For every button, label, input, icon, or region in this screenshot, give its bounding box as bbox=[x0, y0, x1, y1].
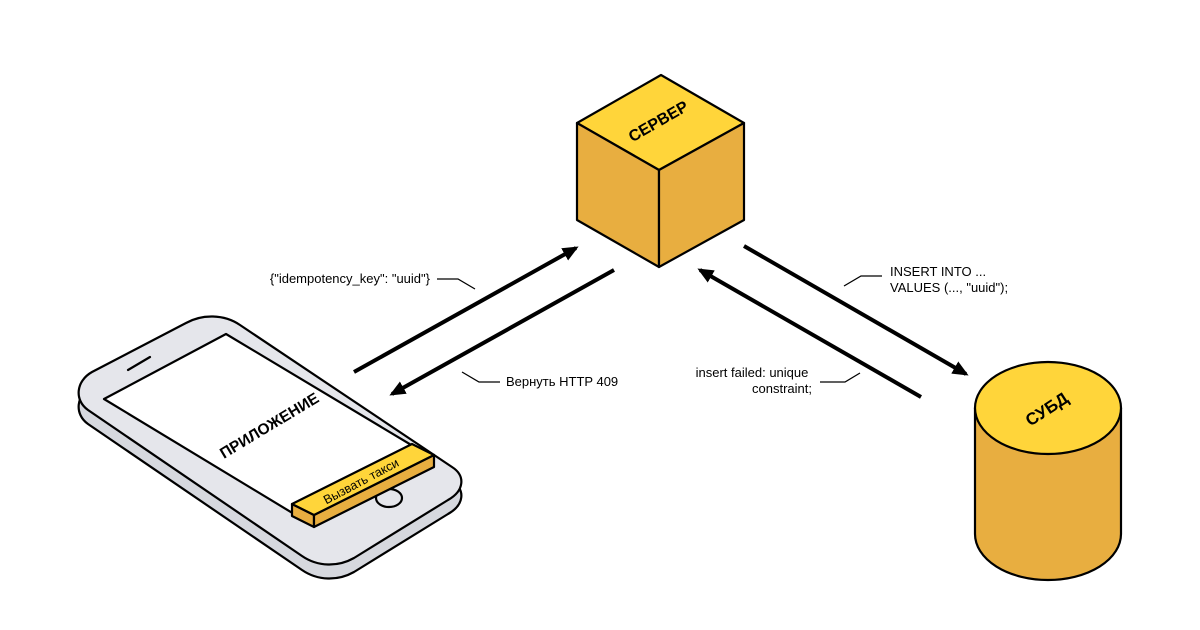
leader-insert bbox=[843, 275, 882, 287]
label-request: {"idempotency_key": "uuid"} bbox=[270, 271, 431, 286]
label-insert: INSERT INTO ... VALUES (..., "uuid"); bbox=[890, 264, 1008, 295]
phone-node: ПРИЛОЖЕНИЕ Вызвать такси bbox=[77, 315, 463, 580]
server-cube-right bbox=[657, 121, 746, 269]
db-cylinder-body bbox=[973, 406, 1123, 582]
leader-request bbox=[437, 278, 476, 290]
leader-response bbox=[461, 371, 500, 383]
server-node: СЕРВЕР bbox=[575, 73, 746, 269]
edge-labels: {"idempotency_key": "uuid"} Вернуть HTTP… bbox=[270, 264, 1008, 396]
label-failure-line-2: constraint; bbox=[752, 381, 812, 396]
label-response: Вернуть HTTP 409 bbox=[506, 374, 618, 389]
arrow-app-to-server bbox=[353, 246, 579, 374]
arrows bbox=[353, 244, 969, 399]
label-insert-line-1: INSERT INTO ... bbox=[890, 264, 986, 279]
leaders bbox=[437, 275, 882, 383]
arrow-server-to-app bbox=[389, 268, 615, 396]
db-node: СУБД bbox=[973, 360, 1123, 582]
label-failure-line-1: insert failed: unique bbox=[696, 365, 809, 380]
label-insert-line-2: VALUES (..., "uuid"); bbox=[890, 280, 1008, 295]
leader-failure bbox=[820, 372, 861, 383]
db-cylinder-top bbox=[973, 360, 1123, 456]
label-failure: insert failed: unique constraint; bbox=[696, 365, 812, 396]
phone-speaker bbox=[126, 355, 152, 372]
arrow-db-to-server bbox=[697, 268, 922, 399]
arrow-server-to-db bbox=[743, 244, 969, 376]
call-taxi-button-top bbox=[290, 442, 436, 517]
